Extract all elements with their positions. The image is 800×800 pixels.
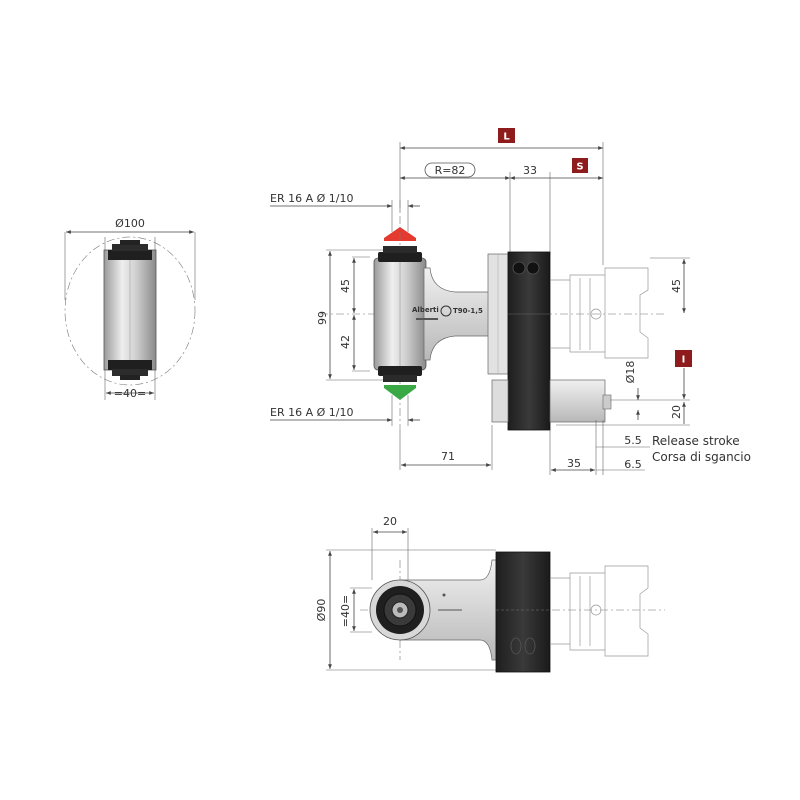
black-housing <box>507 251 551 431</box>
hsk-holder-outline <box>550 267 649 359</box>
badge-L <box>498 128 515 143</box>
dim-45-left-label: 45 <box>339 279 352 293</box>
dim-71-label: 71 <box>441 450 455 463</box>
left-view: Ø100 =40= <box>64 217 196 400</box>
dim-33-label: 33 <box>523 164 537 177</box>
bottom-collet-nut <box>378 366 422 376</box>
bottom-dim-20-label: 20 <box>383 515 397 528</box>
bottom-hsk-outline <box>550 565 649 657</box>
diameter-100-label: Ø100 <box>115 217 145 230</box>
er-bottom-label: ER 16 A Ø 1/10 <box>270 406 353 419</box>
green-direction-arrow <box>384 388 416 400</box>
badge-S <box>572 158 588 173</box>
dim-35-label: 35 <box>567 457 581 470</box>
badge-I <box>675 350 692 367</box>
dim-42-label: 42 <box>339 335 352 349</box>
release-stroke-it: Corsa di sgancio <box>652 450 751 464</box>
dim-6-5-label: 6.5 <box>624 458 642 471</box>
bottom-black-housing <box>495 551 551 673</box>
main-side-view: L R=82 33 S ER 16 A Ø 1/10 99 <box>270 128 751 475</box>
dim-45-right-label: 45 <box>670 279 683 293</box>
model-label: T90-1,5 <box>453 307 483 315</box>
lower-shank-left <box>491 379 509 423</box>
housing-bolt-1 <box>512 261 526 275</box>
badge-I-label: I <box>682 355 686 366</box>
dim-20-label: 20 <box>670 405 683 419</box>
badge-L-label: L <box>503 132 510 143</box>
brand-label: Alberti <box>412 306 439 314</box>
dim-18-label: Ø18 <box>624 361 637 384</box>
radius-label: R=82 <box>435 164 466 177</box>
width-40-label: =40= <box>114 387 146 400</box>
left-view-diameter-circle <box>64 236 196 386</box>
drive-shaft <box>549 379 606 423</box>
housing-bolt-2 <box>526 261 540 275</box>
dim-5-5-label: 5.5 <box>624 434 642 447</box>
left-top-nut <box>108 250 152 260</box>
dim-99-label: 99 <box>316 311 329 325</box>
badge-S-label: S <box>576 162 583 173</box>
release-stroke-en: Release stroke <box>652 434 740 448</box>
bottom-dim-90-label: Ø90 <box>315 599 328 622</box>
bottom-top-view: 20 Ø90 =40= <box>315 515 665 673</box>
rotation-icon <box>440 305 452 317</box>
top-collet-nut <box>378 252 422 262</box>
bottom-dim-40-label: =40= <box>339 595 352 627</box>
er-top-label: ER 16 A Ø 1/10 <box>270 192 353 205</box>
left-bottom-nut <box>108 360 152 370</box>
